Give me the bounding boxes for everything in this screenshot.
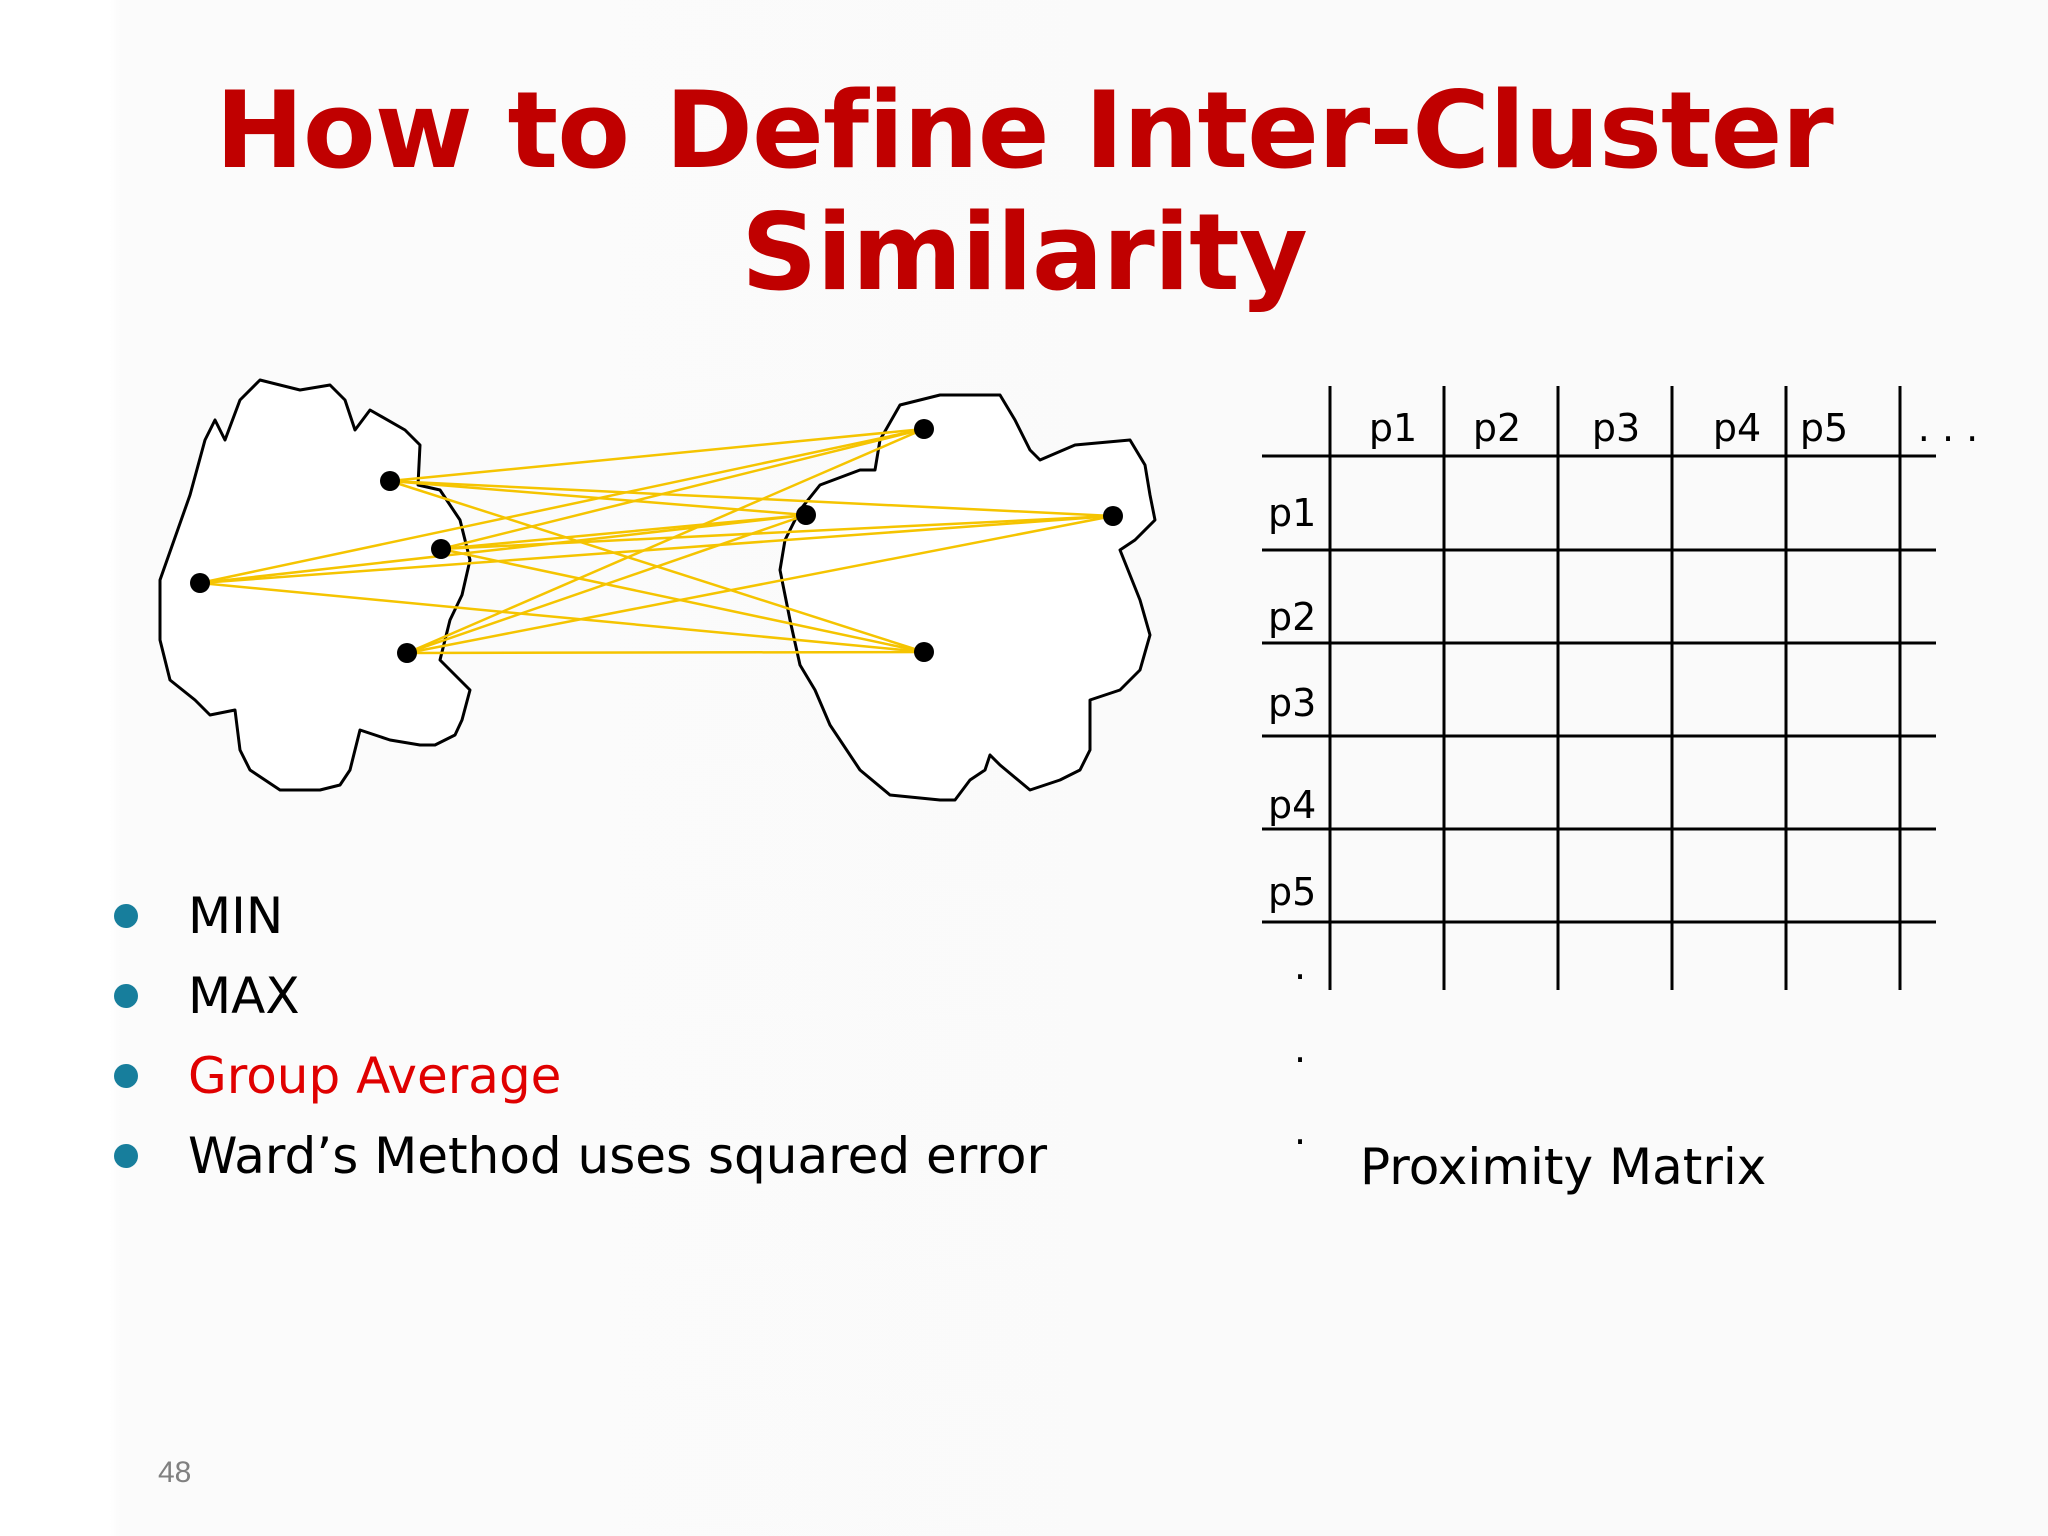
page-number: 48 [158, 1456, 192, 1489]
col-header-p1: p1 [1369, 406, 1417, 450]
bullet-item-group-average: Group Average [110, 1036, 1047, 1116]
link-line [199, 581, 925, 654]
cluster-point [190, 573, 210, 593]
link-line [389, 427, 925, 483]
link-line [199, 427, 925, 585]
cluster-point [397, 643, 417, 663]
cluster-points [190, 419, 1123, 663]
cluster-point [914, 419, 934, 439]
right-cluster-outline [778, 393, 1157, 802]
cluster-point [1103, 506, 1123, 526]
bullet-label: MIN [188, 887, 284, 945]
row-header-p2: p2 [1268, 595, 1316, 639]
bullet-list: MIN MAX Group Average Ward’s Method uses… [110, 876, 1047, 1196]
proximity-matrix-grid [1262, 386, 1936, 990]
link-line [199, 514, 1114, 585]
col-header-p4: p4 [1713, 406, 1761, 450]
bullet-label: MAX [188, 967, 300, 1025]
link-line [406, 513, 807, 655]
cluster-point [796, 505, 816, 525]
cluster-point [914, 642, 934, 662]
link-line [406, 650, 925, 655]
row-header-p3: p3 [1268, 681, 1316, 725]
row-header-p4: p4 [1268, 783, 1316, 827]
bullet-item-wards-method: Ward’s Method uses squared error [110, 1116, 1047, 1196]
col-header-p2: p2 [1473, 406, 1521, 450]
row-ellipsis-3: · [1294, 1120, 1306, 1164]
bullet-dot-icon [114, 1064, 138, 1088]
bullet-item-min: MIN [110, 876, 1047, 956]
bullet-dot-icon [114, 904, 138, 928]
col-header-ellipsis: . . . [1918, 406, 1978, 450]
row-ellipsis-2: · [1294, 1038, 1306, 1082]
col-header-p3: p3 [1592, 406, 1640, 450]
title-line-2: Similarity [741, 191, 1308, 314]
link-line [440, 427, 925, 551]
link-line [406, 514, 1114, 655]
col-header-p5: p5 [1800, 406, 1848, 450]
row-ellipsis-1: · [1294, 955, 1306, 999]
link-line [199, 513, 807, 585]
proximity-matrix-caption: Proximity Matrix [1360, 1138, 1767, 1196]
bullet-dot-icon [114, 984, 138, 1008]
cluster-point [431, 539, 451, 559]
bullet-dot-icon [114, 1144, 138, 1168]
title-line-1: How to Define Inter-Cluster [215, 69, 1834, 192]
pairwise-links [199, 427, 1114, 655]
link-line [389, 479, 1114, 518]
link-line [406, 427, 925, 655]
row-header-p5: p5 [1268, 870, 1316, 914]
bullet-item-max: MAX [110, 956, 1047, 1036]
bullet-label: Ward’s Method uses squared error [188, 1127, 1048, 1185]
bullet-label: Group Average [188, 1047, 562, 1105]
slide-title: How to Define Inter-Cluster Similarity [0, 70, 2048, 314]
row-header-p1: p1 [1268, 491, 1316, 535]
cluster-point [380, 471, 400, 491]
